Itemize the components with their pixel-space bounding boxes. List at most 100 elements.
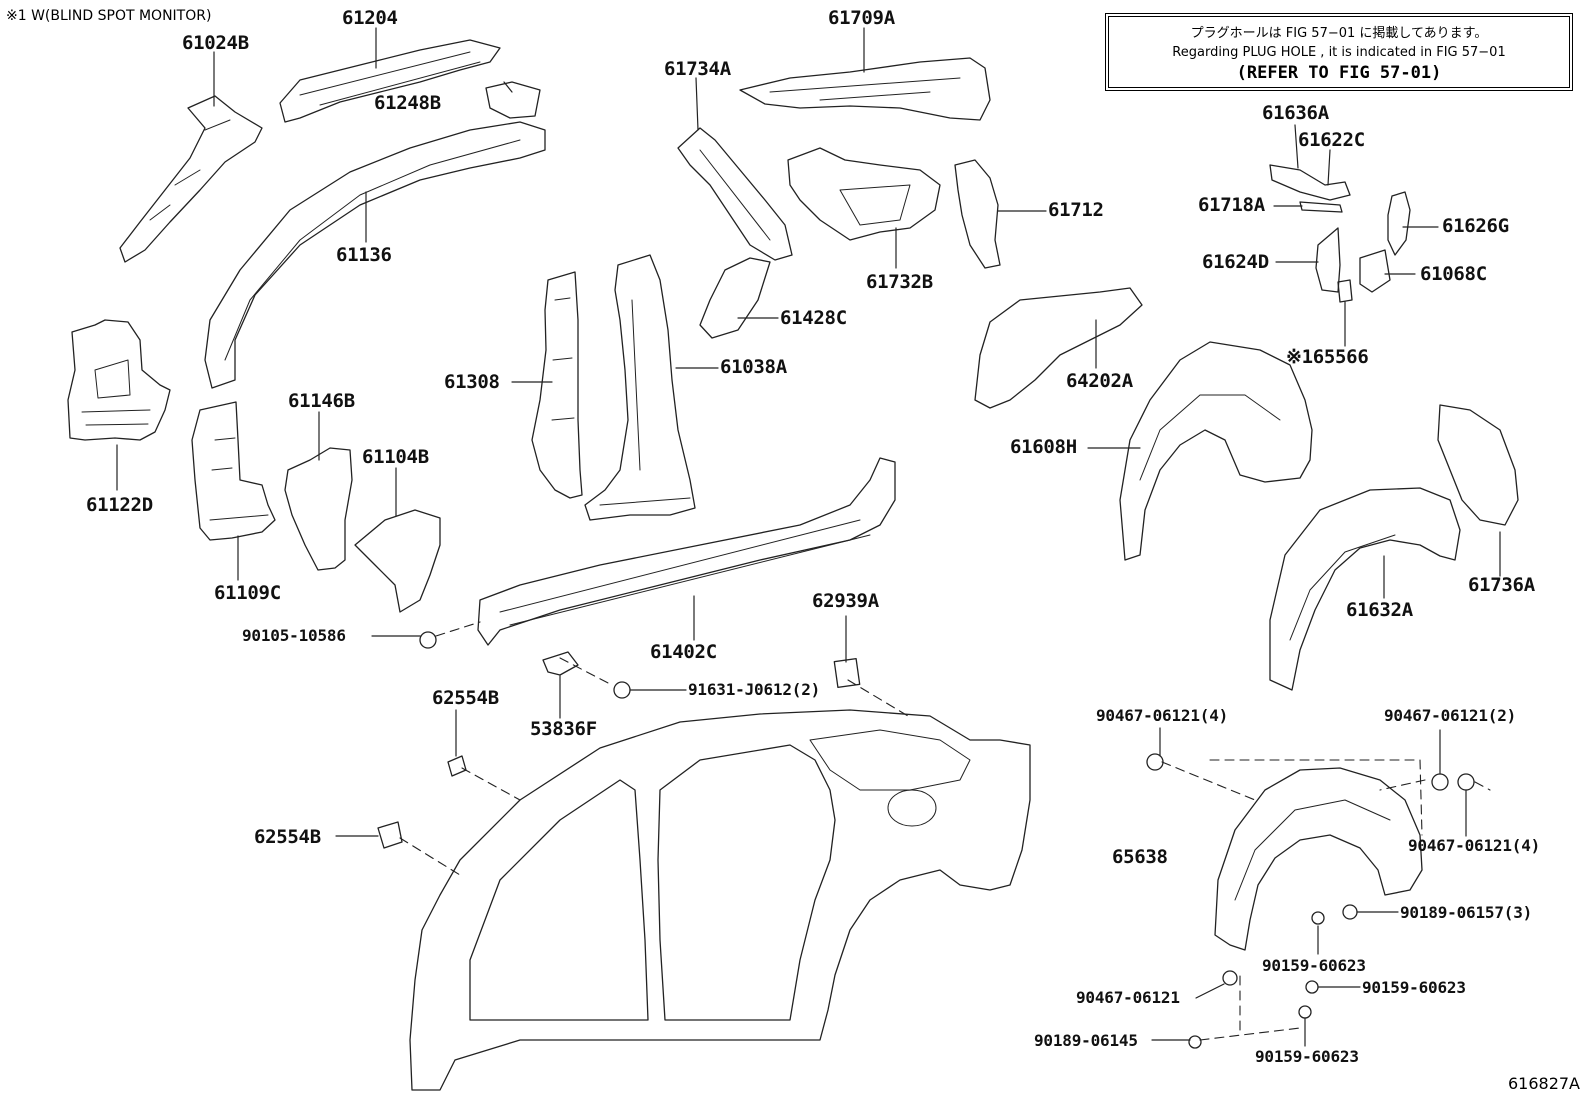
label-61709a: 61709A	[828, 7, 895, 29]
fastener-90467-c	[1457, 773, 1475, 791]
label-61736a: 61736A	[1468, 574, 1535, 596]
part-61734a	[677, 127, 793, 261]
label-61428c: 61428C	[780, 307, 847, 329]
fastener-91631-j0612	[613, 681, 631, 699]
part-61136-detail	[224, 139, 521, 361]
label-61122d: 61122D	[86, 494, 153, 516]
fastener-90159-c	[1298, 1005, 1312, 1019]
part-61109c	[191, 401, 276, 541]
fastener-90467-single	[1222, 970, 1238, 986]
part-64202a	[974, 287, 1143, 409]
part-61104b	[354, 509, 441, 613]
label-61248b: 61248B	[374, 92, 441, 114]
part-61024b	[119, 95, 263, 263]
part-65566	[1337, 279, 1353, 303]
part-61608h-detail	[1139, 394, 1281, 481]
note-line-japanese: プラグホールは FIG 57−01 に掲載してあります。	[1190, 26, 1488, 41]
part-61146b	[284, 447, 353, 571]
note-line-refer: (REFER TO FIG 57-01)	[1236, 63, 1442, 83]
label-61109c: 61109C	[214, 582, 281, 604]
part-61709a-detail	[769, 77, 961, 101]
label-90159-60623-b: 90159-60623	[1362, 978, 1466, 997]
label-90467-06121-4-lower: 90467-06121(4)	[1408, 836, 1541, 855]
part-61038a	[584, 254, 696, 521]
label-61068c: 61068C	[1420, 263, 1487, 285]
label-61038a: 61038A	[720, 356, 787, 378]
part-body-side-door-rear	[657, 744, 836, 1021]
figure-id: 616827A	[1507, 1074, 1580, 1093]
part-61428c	[699, 257, 771, 339]
fastener-90159-a	[1311, 911, 1325, 925]
part-62939a	[833, 657, 861, 689]
label-61104b: 61104B	[362, 446, 429, 468]
label-61024b: 61024B	[182, 32, 249, 54]
part-fuel-lid	[887, 789, 937, 827]
label-90467-06121-4-upper: 90467-06121(4)	[1096, 706, 1229, 725]
part-body-side-outer	[409, 709, 1031, 1091]
label-62554b-lower: 62554B	[254, 826, 321, 848]
label-90105-10586: 90105-10586	[242, 626, 346, 645]
dashed-install-lines	[399, 621, 1491, 1041]
label-62939a: 62939A	[812, 590, 879, 612]
part-61402c-detail	[499, 519, 871, 626]
part-62554b-b	[377, 821, 403, 849]
label-53836f: 53836F	[530, 718, 597, 740]
part-61136	[204, 121, 546, 389]
note-line-english: Regarding PLUG HOLE , it is indicated in…	[1172, 45, 1506, 60]
part-65638	[1214, 767, 1423, 951]
part-61632a	[1269, 487, 1461, 691]
part-61109c-detail	[209, 437, 269, 521]
label-61402c: 61402C	[650, 641, 717, 663]
part-61732b	[787, 147, 941, 241]
part-61632a-detail	[1289, 534, 1396, 641]
label-90467-06121-2: 90467-06121(2)	[1384, 706, 1517, 725]
part-61122d	[67, 319, 171, 441]
part-61024b-detail	[149, 119, 231, 221]
label-61308: 61308	[444, 371, 500, 393]
label-61146b: 61146B	[288, 390, 355, 412]
fastener-90467-a	[1146, 753, 1164, 771]
fastener-90105-10586	[419, 631, 437, 649]
part-61608h	[1119, 341, 1313, 561]
part-61626g	[1387, 191, 1411, 256]
part-body-side-window	[809, 729, 971, 791]
label-65566: ※165566	[1286, 346, 1369, 368]
label-61136: 61136	[336, 244, 392, 266]
part-65638-detail	[1234, 799, 1391, 901]
label-64202a: 64202A	[1066, 370, 1133, 392]
leader-lines	[116, 27, 1501, 1047]
part-61204	[279, 39, 501, 123]
fastener-90189-06145	[1188, 1035, 1202, 1049]
label-61732b: 61732B	[866, 271, 933, 293]
label-61608h: 61608H	[1010, 436, 1077, 458]
label-61712: 61712	[1048, 199, 1104, 221]
part-61736a	[1437, 404, 1519, 526]
label-61204: 61204	[342, 7, 398, 29]
part-61712	[954, 159, 1001, 269]
label-90159-60623-a: 90159-60623	[1262, 956, 1366, 975]
fastener-90189-06157	[1342, 904, 1358, 920]
label-61636a: 61636A	[1262, 102, 1329, 124]
part-61068c	[1359, 249, 1391, 293]
part-61636a	[1269, 164, 1351, 201]
part-body-side-door-front	[469, 779, 649, 1021]
part-61624d	[1315, 227, 1341, 293]
label-61626g: 61626G	[1442, 215, 1509, 237]
part-61204-detail	[299, 51, 481, 106]
part-61709a	[739, 57, 991, 121]
label-65638: 65638	[1112, 846, 1168, 868]
reference-note-box: プラグホールは FIG 57−01 に掲載してあります。 Regarding P…	[1108, 16, 1570, 88]
label-90189-06157: 90189-06157(3)	[1400, 903, 1533, 922]
fastener-90467-b	[1431, 773, 1449, 791]
label-91631-j0612: 91631-J0612(2)	[688, 680, 821, 699]
part-61308-detail	[551, 297, 575, 421]
fastener-90159-b	[1305, 980, 1319, 994]
part-61734a-detail	[699, 149, 771, 241]
part-61718a	[1299, 201, 1343, 213]
label-90189-06145: 90189-06145	[1034, 1031, 1138, 1050]
label-61718a: 61718A	[1198, 194, 1265, 216]
label-62554b-upper: 62554B	[432, 687, 499, 709]
part-61402c	[477, 457, 896, 646]
